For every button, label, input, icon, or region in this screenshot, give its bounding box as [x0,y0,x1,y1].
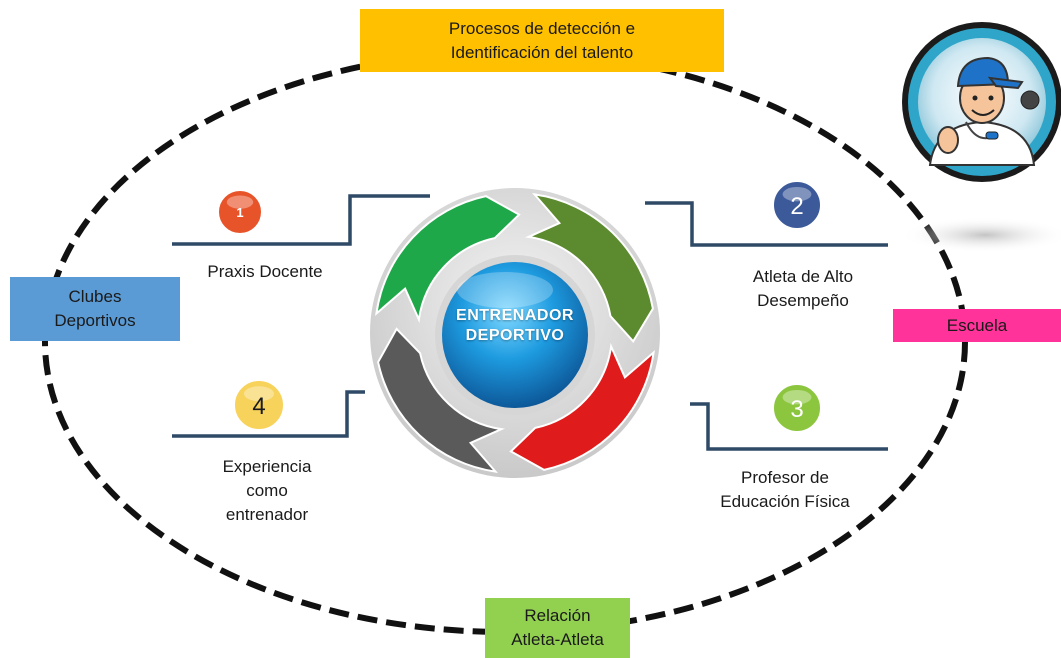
item-label-3: Profesor de Educación Física [720,468,850,511]
item-label-4: Experiencia como entrenador [222,457,312,524]
number-circle-shine [244,386,274,402]
coach-whistle-icon [900,22,1061,253]
center-sphere [442,262,588,408]
number-circles: 1 2 3 4 [217,180,822,433]
right-box: Escuela [893,309,1061,342]
number-circle-shine [226,195,254,209]
connector-2 [645,201,888,247]
connector-1 [172,194,430,246]
connector-3 [690,402,888,451]
number-badge-4: 4 [233,379,285,431]
bottom-box: Relación Atleta-Atleta [485,598,630,658]
number-circle-shine [782,390,812,405]
cycle-arrows [375,193,655,473]
connector-4 [172,390,365,438]
number-label-1: 1 [236,205,243,220]
number-circle-1 [217,189,263,235]
number-label-2: 2 [790,193,803,220]
number-circle-2 [772,180,822,230]
number-circle-3 [772,383,822,433]
number-circle-4 [233,379,285,431]
cycle-arrow-gray [377,327,506,473]
cycle-arrow-green [375,195,521,324]
cycle-arrow-red [509,342,655,471]
number-badge-1: 1 [217,189,263,235]
number-label-3: 3 [790,396,803,423]
cycle-arrow-olive [524,193,654,343]
top-box: Procesos de detección e Identificación d… [360,9,724,72]
item-label-1: Praxis Docente [207,262,323,281]
connector-lines [172,194,888,451]
number-label-4: 4 [252,393,265,420]
center-label: ENTRENADOR DEPORTIVO [456,307,574,344]
number-badge-3: 3 [772,383,822,433]
item-label-2: Atleta de Alto Desempeño [752,267,854,310]
sphere-highlight [457,272,553,308]
number-badge-2: 2 [772,180,822,230]
number-circle-shine [782,187,812,202]
left-box: Clubes Deportivos [10,277,180,341]
